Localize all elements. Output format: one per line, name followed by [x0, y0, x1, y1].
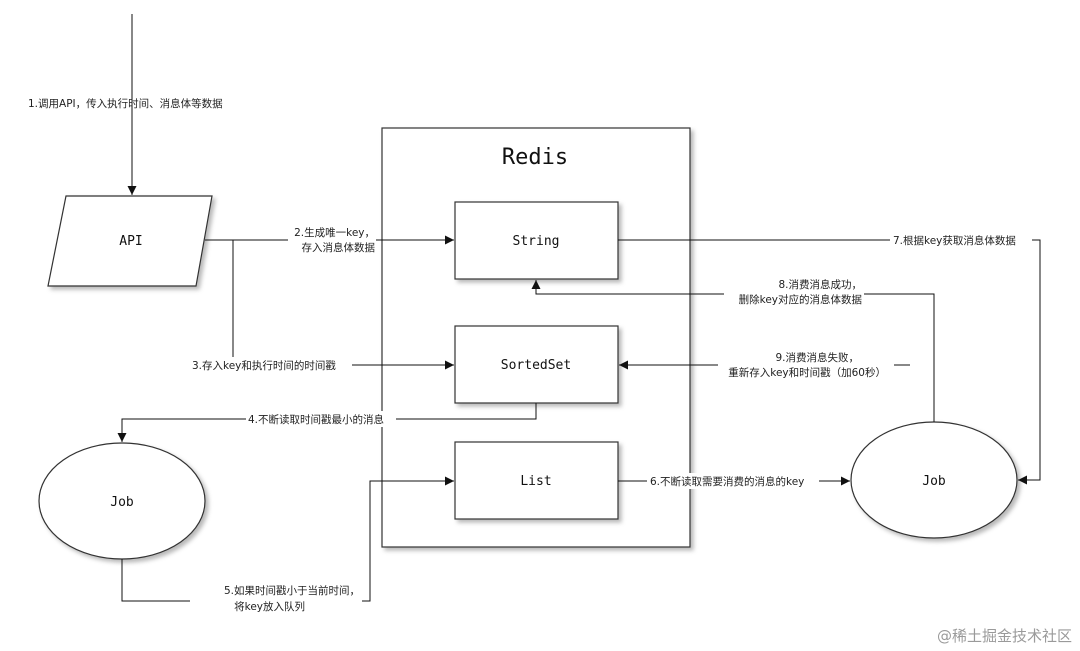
step-5-label-line2: 将key放入队列 [234, 600, 305, 613]
api-node-label: API [119, 234, 142, 249]
step-3-label: 3.存入key和执行时间的时间戳 [192, 359, 336, 372]
arrow-step-5 [121, 476, 454, 602]
step-2-label-line1: 2.生成唯一key， [294, 226, 375, 239]
step-5-label-line1: 5.如果时间戳小于当前时间， [224, 584, 360, 597]
step-6-label: 6.不断读取需要消费的消息的key [650, 475, 804, 488]
arrow-step-7 [618, 239, 1041, 485]
step-2-label-line2: 存入消息体数据 [302, 241, 376, 254]
sortedset-node-shape [454, 325, 619, 404]
string-node-label: String [513, 234, 560, 249]
list-node-label: List [520, 474, 551, 489]
step-8-label-line1: 8.消费消息成功， [778, 278, 862, 291]
step-9-label-line2: 重新存入key和时间戳（加60秒） [728, 366, 886, 379]
string-node-shape [454, 201, 619, 280]
job-left-label: Job [110, 495, 134, 510]
step-1-label: 1.调用API，传入执行时间、消息体等数据 [28, 97, 223, 110]
step-4-label: 4.不断读取时间戳最小的消息 [248, 413, 384, 426]
redis-title: Redis [502, 145, 568, 170]
step-9-label-line1: 9.消费消息失败， [775, 351, 859, 364]
api-node-shape [47, 195, 213, 287]
list-node-shape [454, 441, 619, 520]
job-right-label: Job [922, 474, 946, 489]
step-7-label: 7.根据key获取消息体数据 [893, 234, 1016, 247]
step-8-label-line2: 删除key对应的消息体数据 [739, 293, 863, 306]
sortedset-node-label: SortedSet [501, 358, 571, 373]
watermark: @稀土掘金技术社区 [937, 627, 1072, 645]
